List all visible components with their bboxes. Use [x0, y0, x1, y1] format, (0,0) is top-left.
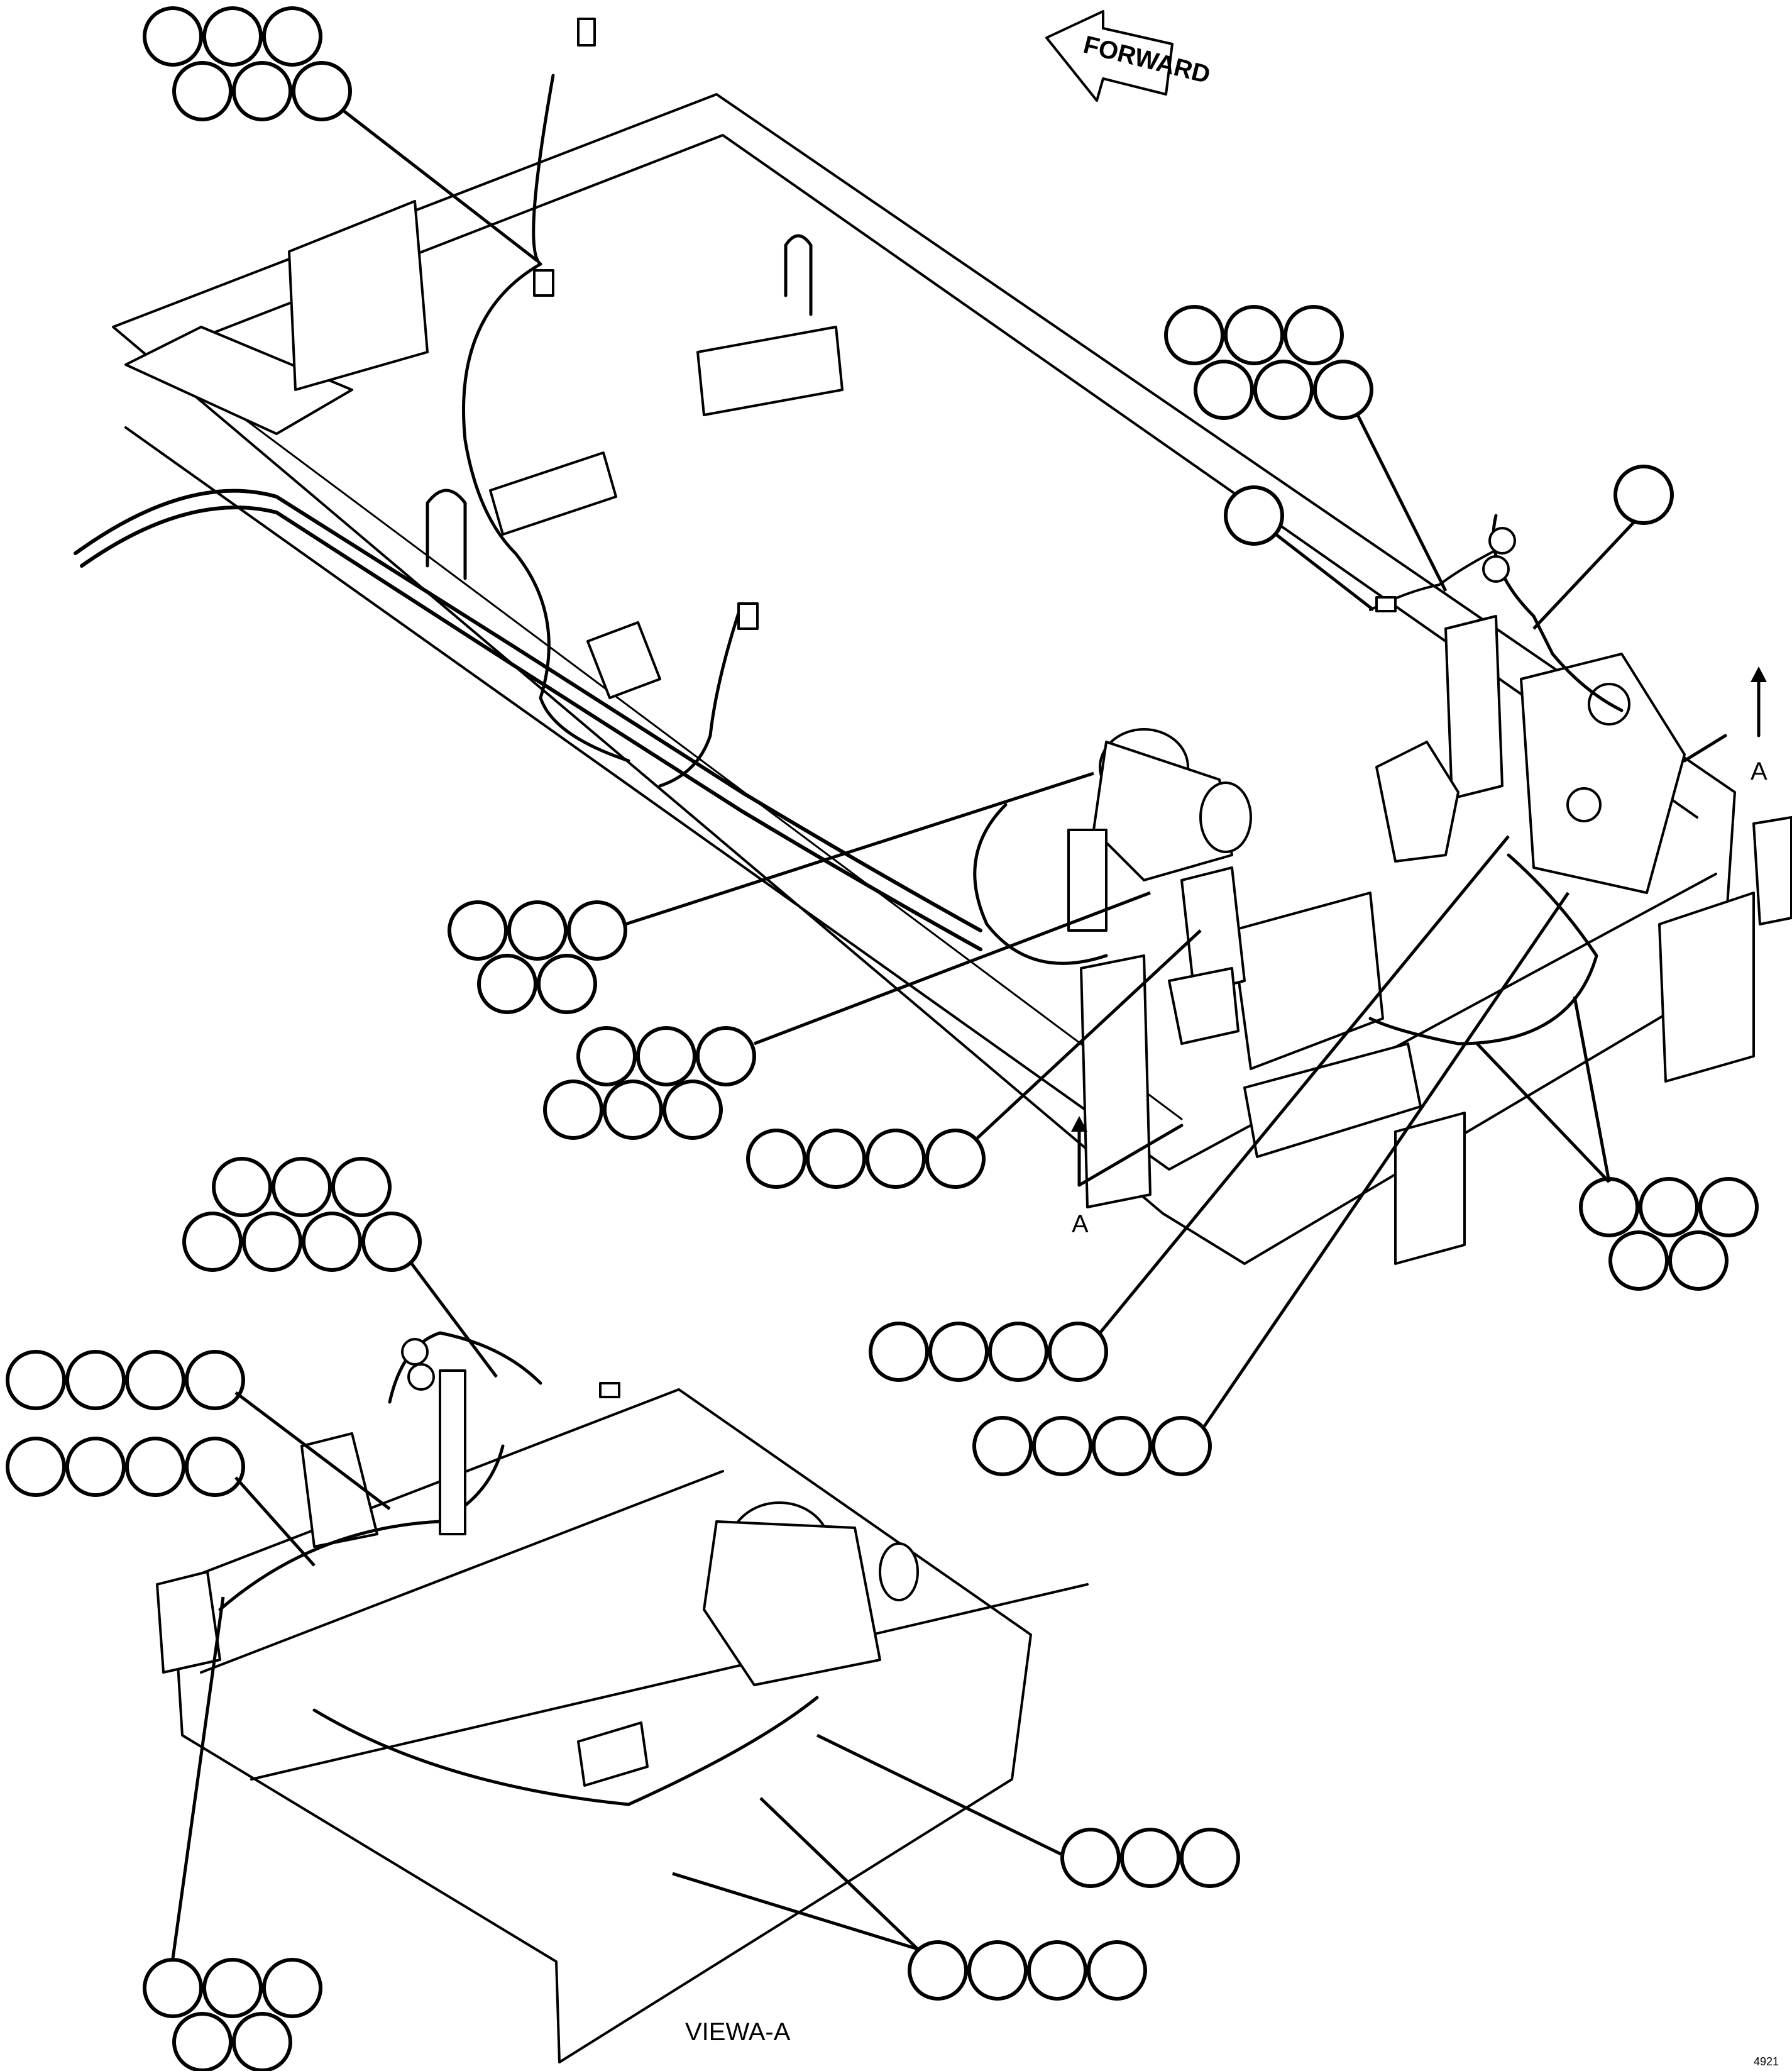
callout-group-row-4-a — [869, 835, 1510, 1382]
section-arrow-icon: A — [1683, 666, 1767, 785]
starter-motor-assembly — [1067, 728, 1252, 1045]
view-title: VIEWA-A — [685, 2018, 791, 2046]
callout-single-right — [1532, 465, 1674, 630]
section-label-top: A — [1751, 758, 1767, 785]
callout-group-view-bottom-right — [672, 1797, 1147, 2001]
callout-group-top-left — [143, 6, 539, 262]
callout-group-row-4-center — [746, 929, 1202, 1189]
callout-group-right-lower — [1476, 996, 1759, 1291]
callout-group-view-starter — [816, 1733, 1240, 1888]
callout-group-right-upper — [1164, 305, 1448, 592]
callout-single-left — [1224, 485, 1375, 611]
forward-arrow-icon: FORWARD — [1045, 10, 1213, 102]
callout-group-view-bottom-left — [143, 1596, 322, 2071]
callout-group-view-left-upper — [182, 1157, 498, 1378]
callout-group-view-row-4-a — [6, 1350, 391, 1510]
figure-code: 4921 — [1754, 2055, 1779, 2068]
connectors — [533, 18, 1516, 630]
section-label-bottom: A — [1072, 1210, 1089, 1238]
main-frame — [112, 93, 1792, 1265]
callout-group-view-row-4-b — [6, 1437, 316, 1567]
callout-group-starter-1 — [448, 771, 1094, 1014]
callout-group-row-4-b — [972, 892, 1570, 1476]
section-arrow-icon: A — [1071, 1116, 1184, 1238]
view-a-a: VIEWA-A — [156, 1331, 1089, 2063]
callout-group-starter-2 — [543, 891, 1151, 1140]
